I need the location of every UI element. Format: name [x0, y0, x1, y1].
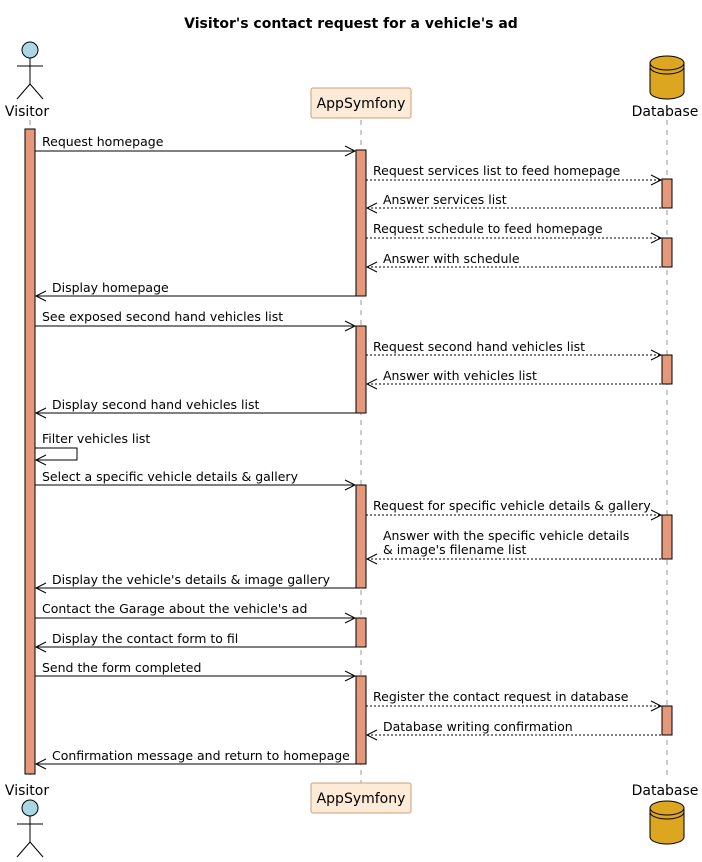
message-label: Display the contact form to fil — [52, 631, 238, 646]
arrowhead — [344, 145, 357, 157]
database-icon-bottom — [649, 800, 685, 845]
arrowhead — [650, 700, 663, 712]
arrowhead — [650, 232, 663, 244]
message-label: Database writing confirmation — [383, 719, 573, 734]
database-label-top: Database — [632, 104, 699, 120]
visitor-activation — [24, 128, 36, 775]
app-activation-5 — [355, 675, 367, 765]
message-label: Request second hand vehicles list — [373, 339, 585, 354]
arrowhead — [344, 670, 357, 682]
arrowhead — [650, 174, 663, 186]
message-label: Register the contact request in database — [373, 689, 629, 704]
message-label: Confirmation message and return to homep… — [52, 748, 350, 763]
arrowhead — [34, 407, 47, 419]
arrowhead — [365, 729, 378, 741]
arrowhead — [34, 454, 47, 466]
arrowhead — [650, 349, 663, 361]
message-label: Filter vehicles list — [42, 431, 150, 446]
message-label: Answer with the specific vehicle details — [383, 528, 629, 543]
database-icon-top — [649, 55, 685, 100]
arrowhead — [365, 378, 378, 390]
message-label: Answer with schedule — [383, 251, 520, 266]
arrowhead — [34, 290, 47, 302]
message-label-line2: & image's filename list — [383, 542, 526, 557]
message-label: Send the form completed — [42, 660, 201, 675]
db-activation-1 — [661, 178, 673, 209]
db-activation-3 — [661, 354, 673, 385]
app-activation-1 — [355, 149, 367, 297]
message-label: Select a specific vehicle details & gall… — [42, 469, 299, 484]
message-label: Display second hand vehicles list — [52, 397, 259, 412]
message-label: Request schedule to feed homepage — [373, 221, 603, 236]
app-activation-3 — [355, 484, 367, 589]
appsymfony-label-bottom: AppSymfony — [317, 791, 406, 807]
appsymfony-box-bottom — [310, 782, 412, 814]
appsymfony-label-top: AppSymfony — [317, 96, 406, 112]
visitor-label-bottom: Visitor — [5, 783, 49, 799]
message-label: Contact the Garage about the vehicle's a… — [42, 601, 307, 616]
db-activation-4 — [661, 514, 673, 560]
database-label-bottom: Database — [632, 783, 699, 799]
visitor-label-top: Visitor — [5, 104, 49, 120]
arrowhead — [365, 261, 378, 273]
message-label: Answer services list — [383, 192, 507, 207]
arrowhead — [344, 320, 357, 332]
arrowhead — [365, 202, 378, 214]
visitor-actor-icon — [16, 799, 44, 858]
db-activation-5 — [661, 705, 673, 736]
arrowhead — [650, 509, 663, 521]
message-label: Answer with vehicles list — [383, 368, 537, 383]
message-label: Display homepage — [52, 280, 169, 295]
arrowhead — [34, 582, 47, 594]
app-activation-2 — [355, 325, 367, 414]
arrowhead — [365, 553, 378, 565]
appsymfony-box-top — [310, 87, 412, 119]
visitor-actor-icon — [16, 41, 44, 100]
arrowhead — [34, 758, 47, 770]
message-label: Display the vehicle's details & image ga… — [52, 572, 331, 587]
message-label: See exposed second hand vehicles list — [42, 309, 283, 324]
self-message-arrow — [35, 447, 78, 461]
diagram-title: Visitor's contact request for a vehicle'… — [184, 16, 518, 32]
app-activation-4 — [355, 617, 367, 648]
arrowhead — [34, 641, 47, 653]
message-label: Request for specific vehicle details & g… — [373, 498, 651, 513]
arrowhead — [344, 479, 357, 491]
arrowhead — [344, 612, 357, 624]
message-label: Request services list to feed homepage — [373, 163, 621, 178]
message-label: Request homepage — [42, 134, 164, 149]
db-activation-2 — [661, 237, 673, 268]
